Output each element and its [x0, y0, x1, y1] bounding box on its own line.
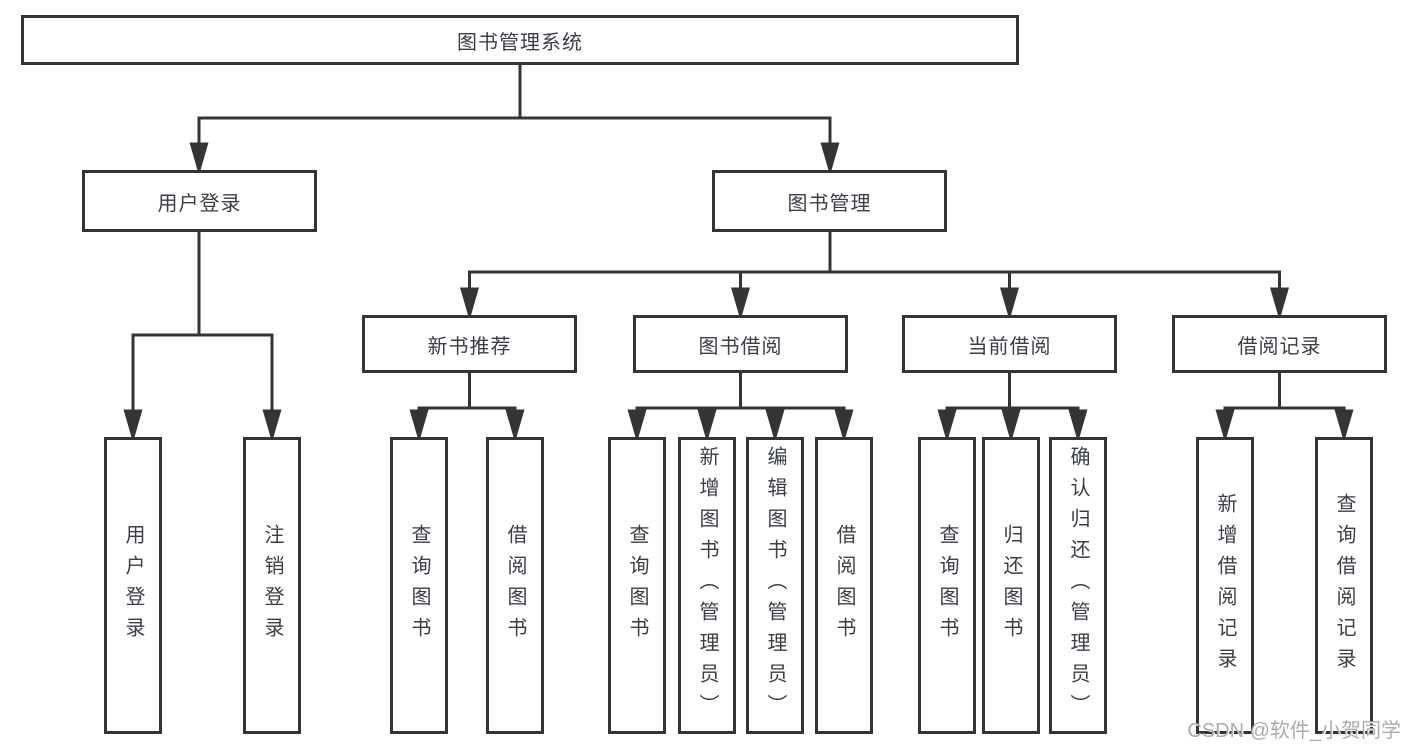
node-book-borrow: 图书借阅 [633, 315, 848, 373]
node-leaf-query-borrow-record: 查询借阅记录 [1315, 437, 1373, 734]
connector-user-login-to-leaves [123, 232, 282, 443]
node-leaf-borrow-books-recommend: 借阅图书 [486, 437, 544, 734]
node-new-book-recommend: 新书推荐 [362, 315, 577, 373]
node-leaf-query-books-recommend: 查询图书 [390, 437, 448, 734]
node-library-system: 图书管理系统 [21, 15, 1019, 65]
connector-book-borrow-to-leaves [627, 373, 854, 443]
node-label: 确认归还（管理员） [1067, 446, 1089, 725]
node-leaf-query-books-current: 查询图书 [918, 437, 976, 734]
node-leaf-logout: 注销登录 [243, 437, 301, 734]
node-label: 图书管理系统 [457, 31, 583, 54]
node-leaf-confirm-return-admin: 确认归还（管理员） [1049, 437, 1107, 734]
node-label: 查询借阅记录 [1333, 492, 1355, 679]
node-label: 借阅图书 [833, 523, 855, 648]
node-label: 借阅记录 [1237, 335, 1322, 358]
node-label: 查询图书 [936, 523, 958, 648]
node-label: 图书管理 [787, 192, 872, 215]
node-label: 新增图书（管理员） [696, 446, 718, 725]
watermark: CSDN @软件_小贺同学 [1187, 720, 1401, 742]
node-label: 查询图书 [408, 523, 430, 648]
node-leaf-add-book-admin: 新增图书（管理员） [678, 437, 736, 734]
node-label: 注销登录 [261, 523, 283, 648]
connector-new-book-recommend-to-leaves [409, 373, 525, 443]
node-leaf-user-login: 用户登录 [104, 437, 162, 734]
node-leaf-add-borrow-record: 新增借阅记录 [1196, 437, 1254, 734]
node-current-borrow: 当前借阅 [902, 315, 1117, 373]
node-leaf-edit-book-admin: 编辑图书（管理员） [746, 437, 804, 734]
node-leaf-return-book: 归还图书 [982, 437, 1040, 734]
connector-book-management-to-level3 [460, 232, 1289, 321]
node-label: 当前借阅 [967, 335, 1052, 358]
node-label: 图书借阅 [698, 335, 783, 358]
node-leaf-query-books-borrow: 查询图书 [608, 437, 666, 734]
connector-current-borrow-to-leaves [937, 373, 1088, 443]
node-label: 用户登录 [122, 523, 144, 648]
node-label: 用户登录 [157, 192, 242, 215]
connector-root-to-level2 [189, 65, 840, 176]
node-book-management: 图书管理 [712, 170, 947, 232]
node-label: 归还图书 [1000, 523, 1022, 648]
node-label: 查询图书 [626, 523, 648, 648]
node-label: 新增借阅记录 [1214, 492, 1236, 679]
connector-borrow-records-to-leaves [1215, 373, 1354, 443]
node-label: 编辑图书（管理员） [764, 446, 786, 725]
node-label: 新书推荐 [427, 335, 512, 358]
node-user-login: 用户登录 [82, 170, 317, 232]
node-borrow-records: 借阅记录 [1172, 315, 1387, 373]
node-label: 借阅图书 [504, 523, 526, 648]
node-leaf-borrow-books-2: 借阅图书 [815, 437, 873, 734]
